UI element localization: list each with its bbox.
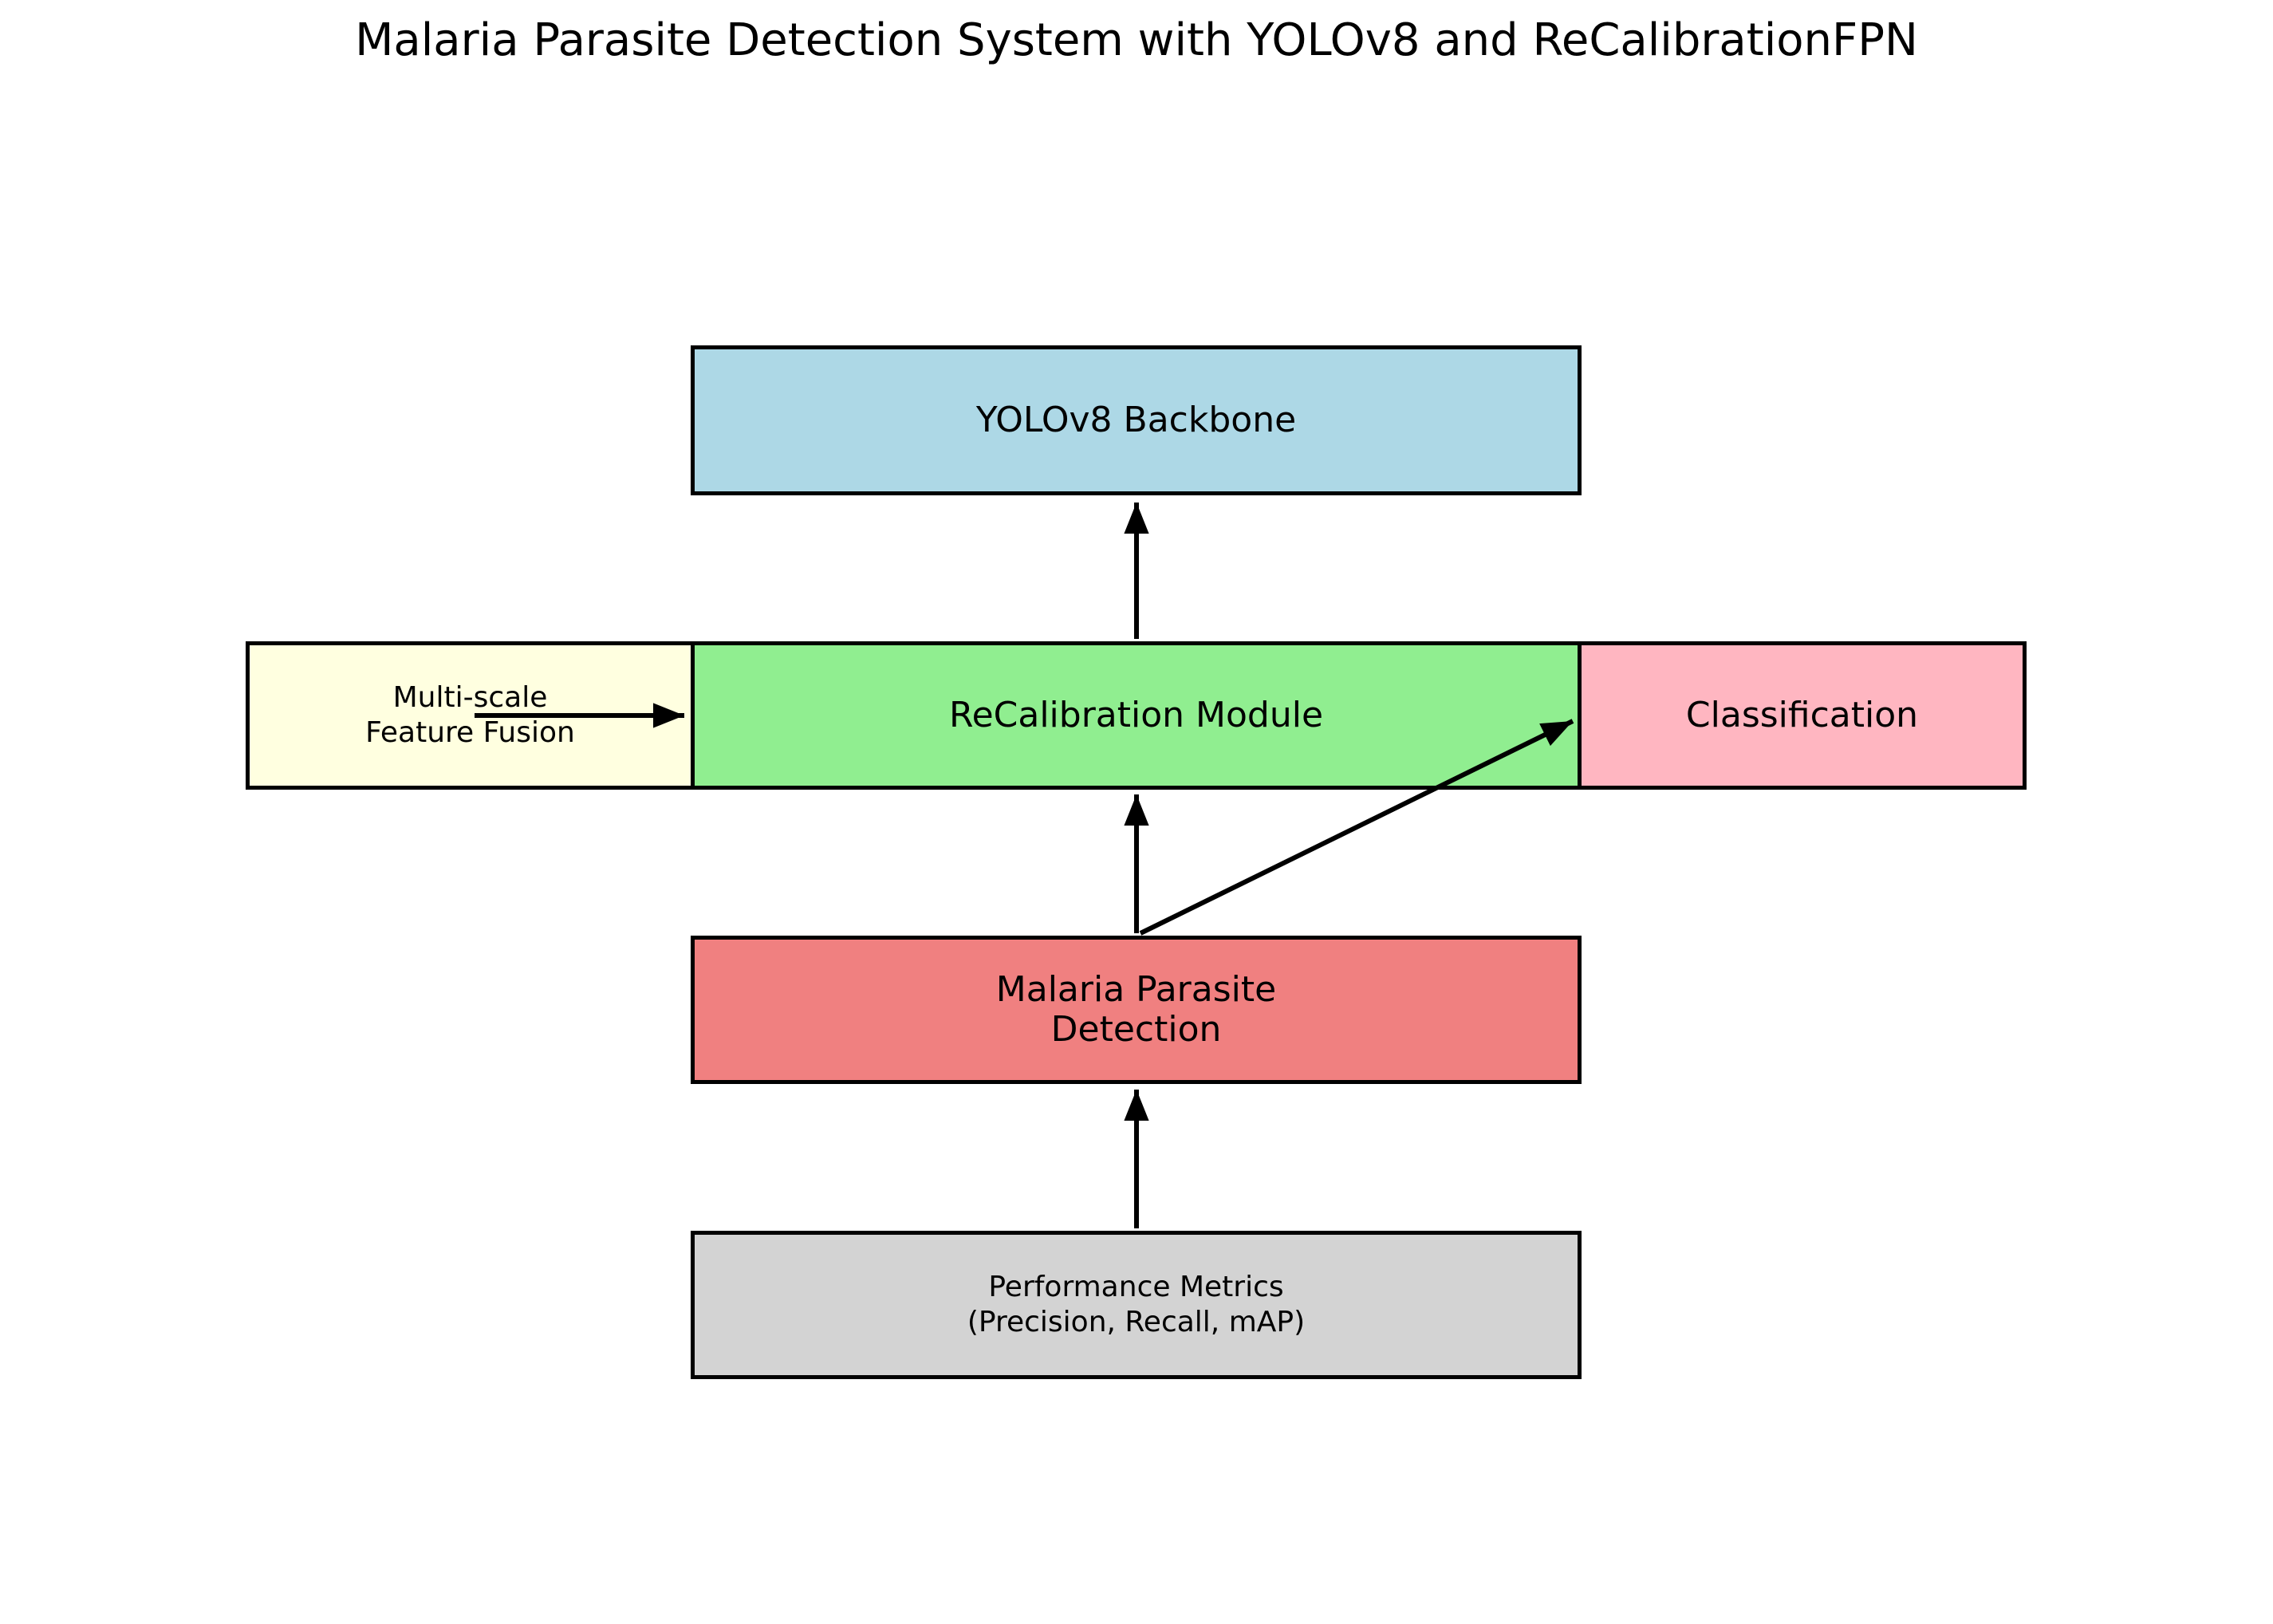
node-malaria-parasite-detection: Malaria Parasite Detection [691, 936, 1582, 1084]
node-recalibration-module: ReCalibration Module [691, 641, 1582, 790]
node-classification-label: Classification [1685, 695, 1919, 735]
node-malaria-parasite-detection-label-line2: Detection [1050, 1009, 1222, 1050]
diagram-title: Malaria Parasite Detection System with Y… [355, 14, 1918, 66]
node-performance-metrics-label-line1: Performance Metrics [988, 1271, 1284, 1303]
node-performance-metrics-label-line2: (Precision, Recall, mAP) [967, 1306, 1306, 1338]
node-multiscale-feature-fusion-label-line1: Multi-scale [392, 681, 548, 714]
node-malaria-parasite-detection-label-line1: Malaria Parasite [995, 969, 1277, 1010]
node-performance-metrics: Performance Metrics (Precision, Recall, … [691, 1231, 1582, 1379]
node-yolov8-backbone-label: YOLOv8 Backbone [975, 400, 1297, 440]
node-multiscale-feature-fusion: Multi-scale Feature Fusion [246, 641, 695, 790]
node-classification: Classification [1578, 641, 2027, 790]
node-yolov8-backbone: YOLOv8 Backbone [691, 345, 1582, 495]
node-multiscale-feature-fusion-label-line2: Feature Fusion [365, 716, 575, 749]
node-recalibration-module-label: ReCalibration Module [948, 695, 1324, 735]
